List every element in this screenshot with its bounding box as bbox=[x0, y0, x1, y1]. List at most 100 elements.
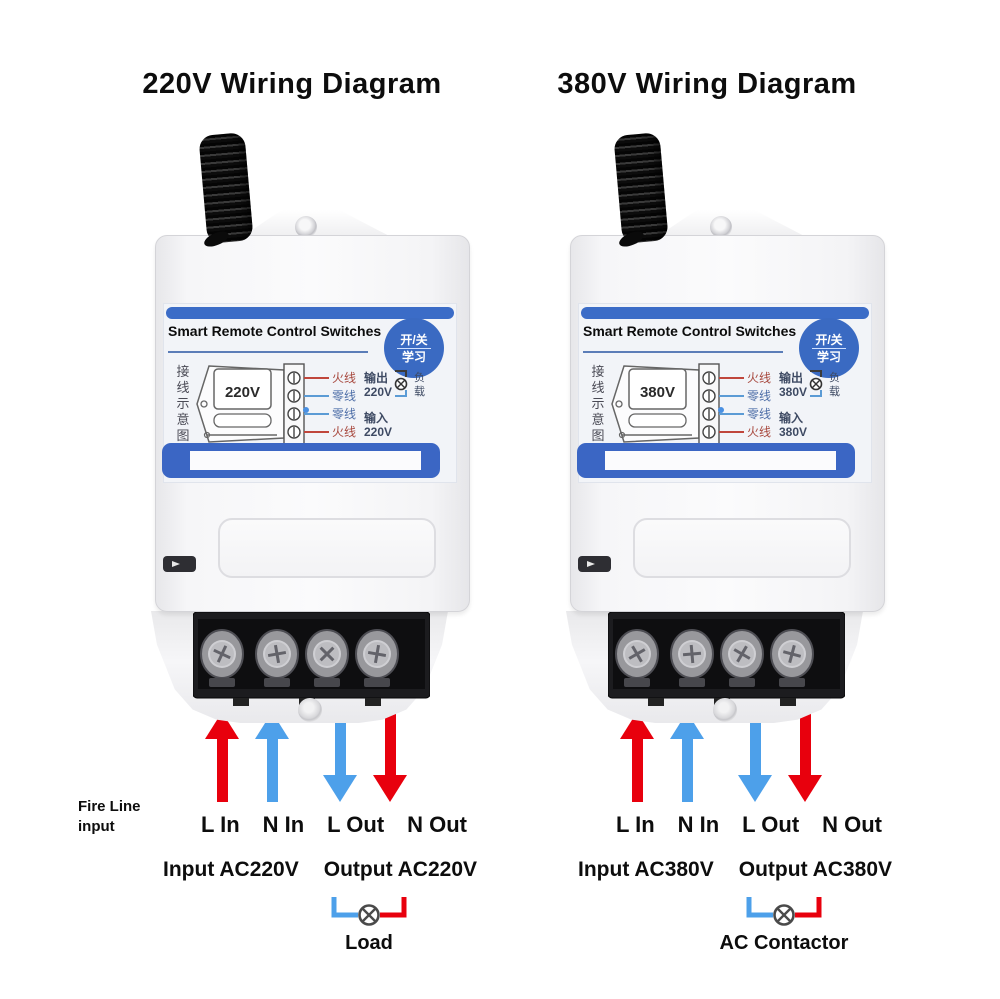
lower-cover-plate bbox=[218, 518, 436, 578]
terminal-block bbox=[193, 612, 430, 706]
output-voltage-label: Output AC380V bbox=[738, 858, 892, 881]
svg-text:火线: 火线 bbox=[747, 371, 771, 385]
svg-text:载: 载 bbox=[829, 385, 840, 398]
label-l-in: L In bbox=[201, 812, 240, 837]
label-top-bar bbox=[166, 307, 454, 319]
label-n-out: N Out bbox=[822, 812, 882, 837]
fire-line-note: Fire Line input bbox=[78, 797, 141, 838]
panel-220v: 220V Wiring Diagram Smart Remote Control… bbox=[97, 60, 527, 980]
svg-text:火线: 火线 bbox=[332, 371, 356, 385]
svg-text:零线: 零线 bbox=[332, 389, 356, 403]
mini-display-voltage: 380V bbox=[640, 384, 675, 401]
svg-text:输出: 输出 bbox=[779, 370, 803, 385]
mini-wiring-schematic: 接 线 示 意 图 380V bbox=[591, 363, 840, 447]
svg-text:负: 负 bbox=[829, 370, 840, 384]
io-labels: Input AC220V Output AC220V bbox=[163, 858, 477, 882]
side-slot bbox=[578, 556, 611, 572]
svg-text:意: 意 bbox=[591, 412, 604, 427]
arrow-l-in bbox=[620, 712, 654, 802]
svg-text:220V: 220V bbox=[364, 425, 392, 439]
lower-cover-plate bbox=[633, 518, 851, 578]
mini-wiring-schematic: 接 线 示 意 图 220V bbox=[176, 363, 425, 447]
arrow-n-out bbox=[788, 712, 822, 802]
page-title-380v: 380V Wiring Diagram bbox=[557, 68, 857, 100]
svg-text:零线: 零线 bbox=[747, 407, 771, 421]
mini-load-hook-top bbox=[810, 370, 822, 377]
svg-text:220V: 220V bbox=[364, 385, 392, 399]
mini-load-hook-top bbox=[395, 370, 407, 377]
blue-band bbox=[162, 443, 440, 478]
badge-line2: 学习 bbox=[401, 349, 426, 364]
svg-text:线: 线 bbox=[591, 380, 604, 395]
svg-text:意: 意 bbox=[176, 412, 189, 427]
svg-text:载: 载 bbox=[414, 385, 425, 398]
side-slot bbox=[163, 556, 196, 572]
on-off-learn-badge: 开/关 学习 bbox=[799, 318, 859, 378]
label-n-in: N In bbox=[262, 812, 305, 837]
terminal-labels: L In N In L Out N Out bbox=[616, 812, 882, 838]
arrow-n-in bbox=[255, 712, 289, 802]
blue-band-window bbox=[190, 451, 421, 470]
svg-text:输出: 输出 bbox=[364, 370, 388, 385]
fire-line-note-line1: Fire Line bbox=[78, 798, 141, 815]
brand-text: Smart Remote Control Switches bbox=[168, 323, 382, 339]
svg-text:输入: 输入 bbox=[779, 410, 803, 425]
svg-text:输入: 输入 bbox=[364, 410, 388, 425]
page-title-220v: 220V Wiring Diagram bbox=[142, 68, 442, 100]
mini-load-hook-bottom bbox=[395, 390, 407, 397]
svg-text:图: 图 bbox=[176, 428, 189, 443]
badge-divider bbox=[397, 347, 431, 349]
badge-divider bbox=[812, 347, 846, 349]
svg-text:线: 线 bbox=[176, 380, 189, 395]
on-off-learn-badge: 开/关 学习 bbox=[384, 318, 444, 378]
fire-line-note-line2: input bbox=[78, 818, 115, 836]
panel-380v: 380V Wiring Diagram Smart Remote Control… bbox=[512, 60, 942, 980]
svg-text:380V: 380V bbox=[779, 385, 807, 399]
mount-screw-hole-top bbox=[710, 216, 732, 238]
mount-screw-hole-top bbox=[295, 216, 317, 238]
terminal-block bbox=[608, 612, 845, 706]
label-n-out: N Out bbox=[407, 812, 467, 837]
input-voltage-label: Input AC220V bbox=[163, 858, 299, 881]
svg-text:负: 负 bbox=[414, 370, 425, 384]
terminal-labels: L In N In L Out N Out bbox=[201, 812, 467, 838]
arrow-l-out bbox=[738, 712, 772, 802]
brand-underline bbox=[168, 351, 368, 353]
svg-text:零线: 零线 bbox=[332, 407, 356, 421]
svg-text:图: 图 bbox=[591, 428, 604, 443]
arrow-l-in bbox=[205, 712, 239, 802]
mini-load-hook-bottom bbox=[810, 390, 822, 397]
blue-band bbox=[577, 443, 855, 478]
mount-screw-hole-bottom bbox=[298, 698, 322, 722]
load-caption: Load bbox=[345, 932, 393, 954]
load-symbol bbox=[746, 897, 822, 926]
svg-text:接: 接 bbox=[591, 364, 604, 379]
svg-text:火线: 火线 bbox=[747, 425, 771, 439]
load-caption: AC Contactor bbox=[719, 932, 849, 954]
output-voltage-label: Output AC220V bbox=[323, 858, 477, 881]
svg-text:示: 示 bbox=[591, 396, 604, 411]
mini-display-voltage: 220V bbox=[225, 384, 260, 401]
badge-line1: 开/关 bbox=[400, 332, 428, 347]
svg-text:380V: 380V bbox=[779, 425, 807, 439]
label-top-bar bbox=[581, 307, 869, 319]
svg-text:接: 接 bbox=[176, 364, 189, 379]
badge-line2: 学习 bbox=[816, 349, 841, 364]
blue-band-window bbox=[605, 451, 836, 470]
load-symbol bbox=[331, 897, 407, 926]
brand-text: Smart Remote Control Switches bbox=[583, 323, 797, 339]
label-n-in: N In bbox=[677, 812, 720, 837]
svg-text:零线: 零线 bbox=[747, 389, 771, 403]
label-l-out: L Out bbox=[327, 812, 385, 837]
svg-text:示: 示 bbox=[176, 396, 189, 411]
terminal-screws bbox=[615, 629, 814, 687]
arrow-n-in bbox=[670, 712, 704, 802]
svg-text:火线: 火线 bbox=[332, 425, 356, 439]
badge-line1: 开/关 bbox=[815, 332, 843, 347]
io-labels: Input AC380V Output AC380V bbox=[578, 858, 892, 882]
arrow-l-out bbox=[323, 712, 357, 802]
antenna bbox=[613, 132, 669, 244]
input-voltage-label: Input AC380V bbox=[578, 858, 714, 881]
terminal-screws bbox=[200, 629, 399, 687]
